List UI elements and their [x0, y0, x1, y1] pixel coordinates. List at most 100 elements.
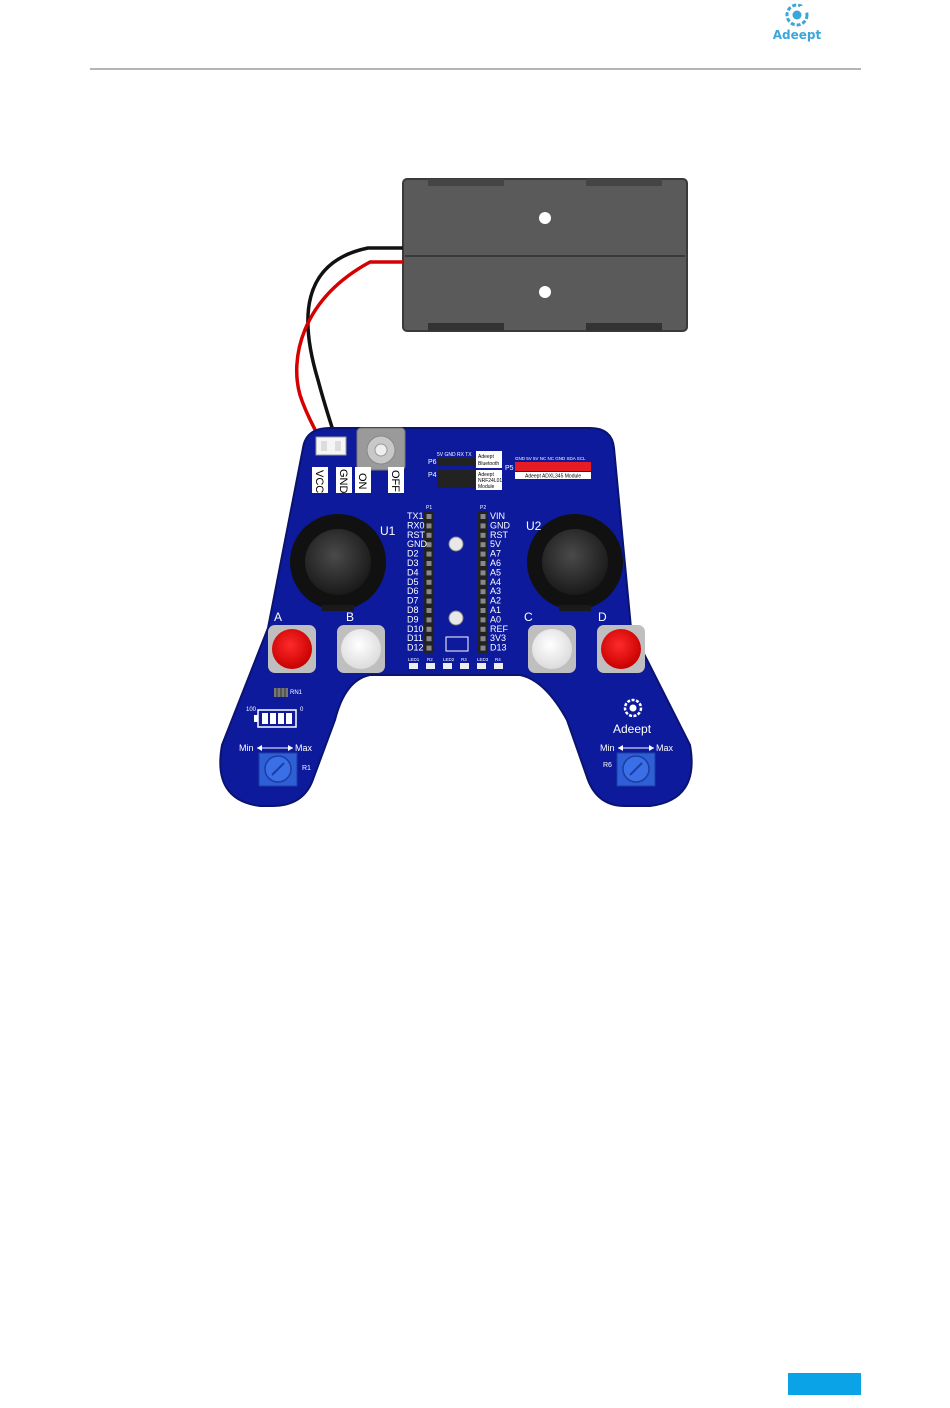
left-pin-pad — [426, 514, 432, 519]
right-pin-label: A1 — [490, 605, 501, 615]
button-c-label: C — [524, 610, 533, 624]
label-gnd: GND — [337, 469, 349, 494]
adeept-gear-icon — [623, 698, 643, 718]
footer-page-tab — [788, 1373, 861, 1395]
right-pin-label: A6 — [490, 558, 501, 568]
left-pin-pad — [426, 561, 432, 566]
right-pin-pad — [480, 645, 486, 651]
p6-bluetooth-header: 5V GND RX TX P6 Adeept Bluetooth — [428, 451, 502, 468]
joystick-left-label: U1 — [380, 524, 396, 538]
mounting-hole-bottom — [448, 610, 464, 626]
p6-module-1: Adeept — [478, 454, 494, 460]
p1-label: P1 — [426, 505, 432, 511]
left-pin-pad — [426, 551, 432, 557]
button-b[interactable] — [337, 625, 385, 673]
left-pin-pad — [426, 636, 432, 642]
led-label-5: LED3 — [477, 657, 489, 662]
right-pin-pad — [480, 636, 486, 642]
p5-adxl345-header: GND 5V 5V NC NC GND SDA SCL P5 Adeept AD… — [505, 456, 591, 480]
led-label-3: LED2 — [443, 657, 455, 662]
left-pin-pad — [426, 617, 432, 623]
right-pin-pad — [480, 589, 486, 595]
pot-right-ref: R6 — [603, 762, 612, 769]
left-pin-pad — [426, 589, 432, 595]
joystick-left[interactable] — [290, 514, 386, 611]
joystick-right-label: U2 — [526, 519, 542, 533]
button-d-label: D — [598, 610, 607, 624]
left-pin-pad — [426, 608, 432, 613]
button-c[interactable] — [528, 625, 576, 673]
pot-left-max: Max — [295, 743, 313, 753]
p2-label: P2 — [480, 505, 486, 511]
left-pin-label: RX0 — [407, 520, 425, 530]
battery-wires — [294, 246, 403, 447]
button-a[interactable] — [268, 625, 316, 673]
left-pin-label: D11 — [407, 633, 423, 643]
right-pin-pad — [480, 579, 486, 585]
battery-low-label: 100 — [246, 707, 257, 713]
left-pin-pad — [426, 626, 432, 632]
right-pin-label: A7 — [490, 549, 501, 559]
right-pin-pad — [480, 532, 486, 538]
right-pin-pad — [480, 598, 486, 604]
p5-label: P5 — [505, 465, 514, 472]
right-pin-label: A5 — [490, 567, 501, 577]
button-b-label: B — [346, 610, 354, 624]
right-pin-pad — [480, 561, 486, 566]
mounting-hole-top — [448, 536, 464, 552]
adeept-gear-icon — [785, 3, 810, 27]
left-pin-label: D3 — [407, 558, 419, 568]
joystick-right[interactable] — [527, 514, 623, 611]
p4-module-3: Module — [478, 484, 495, 490]
battery-holder — [402, 178, 688, 332]
left-pin-label: D6 — [407, 586, 419, 596]
button-d[interactable] — [597, 625, 645, 673]
battery-indicator: 100 0 — [246, 707, 304, 728]
right-pin-pad — [480, 626, 486, 632]
left-pin-pad — [426, 598, 432, 604]
left-pin-label: RST — [407, 530, 426, 540]
potentiometer-right[interactable] — [616, 752, 656, 787]
right-pin-label: D13 — [490, 643, 507, 653]
right-pin-pad — [480, 523, 486, 529]
power-switch[interactable] — [356, 427, 406, 471]
left-pin-label: D8 — [407, 605, 419, 615]
p4-module-1: Adeept — [478, 472, 494, 478]
left-pin-label: D9 — [407, 614, 419, 624]
button-a-label: A — [274, 610, 282, 624]
logo-text: Adeept — [772, 28, 822, 42]
pot-right-min: Min — [600, 743, 615, 753]
p5-pin-labels: GND 5V 5V NC NC GND SDA SCL — [515, 456, 586, 461]
pot-left-min: Min — [239, 743, 254, 753]
right-pin-label: REF — [490, 624, 509, 634]
led-label-6: R4 — [495, 657, 501, 662]
led-label-1: LED1 — [408, 657, 420, 662]
resistor-network: RN1 — [274, 688, 303, 697]
right-pin-label: 5V — [490, 539, 501, 549]
label-vcc: VCC — [313, 470, 325, 493]
left-pin-label: D4 — [407, 567, 419, 577]
pot-right-labels: Min Max R6 — [600, 743, 674, 769]
right-pin-label: A0 — [490, 614, 501, 624]
potentiometer-left[interactable] — [258, 752, 298, 787]
right-pin-pad — [480, 570, 486, 576]
right-pin-pad — [480, 551, 486, 557]
left-pin-label: GND — [407, 539, 428, 549]
left-pin-label: D2 — [407, 549, 419, 559]
right-pin-label: A2 — [490, 596, 501, 606]
power-labels: VCC GND ON OFF — [312, 467, 404, 494]
label-off: OFF — [389, 470, 401, 492]
p6-pin-labels: 5V GND RX TX — [437, 452, 472, 458]
led-label-2: R2 — [427, 657, 433, 662]
pot-left-labels: Min Max R1 — [239, 743, 313, 772]
right-pin-label: GND — [490, 520, 511, 530]
right-pin-pad — [480, 514, 486, 519]
led-row: LED1 R2 LED2 R3 LED3 R4 — [408, 657, 503, 669]
right-pin-label: A4 — [490, 577, 501, 587]
pot-right-max: Max — [656, 743, 674, 753]
left-pin-pad — [426, 523, 432, 529]
right-pin-pad — [480, 617, 486, 623]
